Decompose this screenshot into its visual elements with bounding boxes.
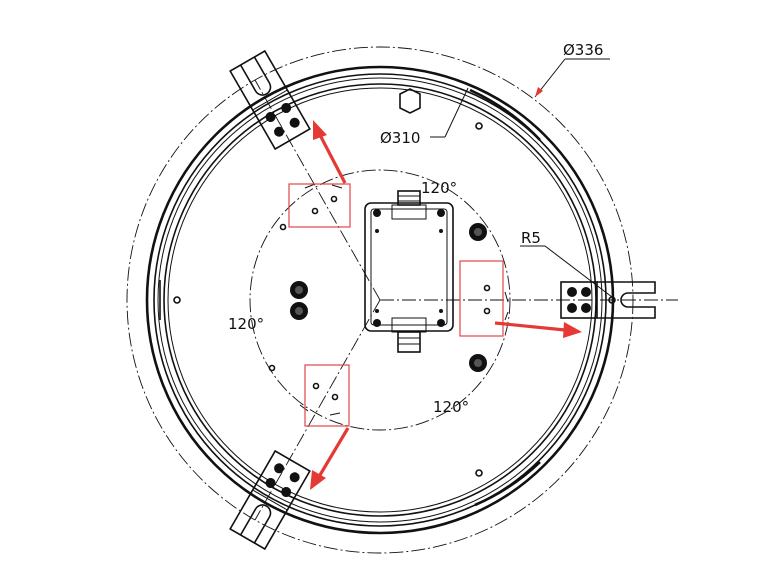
clamp-bottom-left [229, 449, 311, 551]
angle-ticks [299, 183, 509, 416]
cable-gland-top [391, 190, 427, 220]
junction-box [364, 202, 454, 332]
inner-diameter-leader [430, 87, 469, 138]
radius-leader [520, 245, 613, 298]
arrow-top-left [313, 120, 347, 184]
arrow-bottom-left [310, 427, 350, 490]
hex-nut [399, 88, 421, 114]
outer-diameter-label: Ø336 [563, 41, 603, 59]
angle-label-left: 120° [228, 315, 264, 333]
highlight-box-right [459, 260, 504, 337]
clamp-top-left [229, 49, 311, 151]
clamp-right [560, 281, 656, 319]
screws [290, 223, 487, 372]
radial-centerlines [254, 79, 678, 521]
radius-label: R5 [521, 229, 541, 247]
arrow-right [494, 321, 582, 338]
inner-diameter-label: Ø310 [380, 129, 420, 147]
bolt-centerline-circle [249, 169, 511, 431]
small-holes [173, 122, 491, 477]
highlight-box-top [288, 183, 351, 228]
cable-gland-bottom [391, 317, 427, 353]
ring-notches [159, 88, 541, 507]
angle-label-top: 120° [421, 179, 457, 197]
angle-label-bottom: 120° [433, 398, 469, 416]
outer-diameter-leader [534, 58, 610, 98]
highlight-box-bottom [304, 364, 350, 427]
